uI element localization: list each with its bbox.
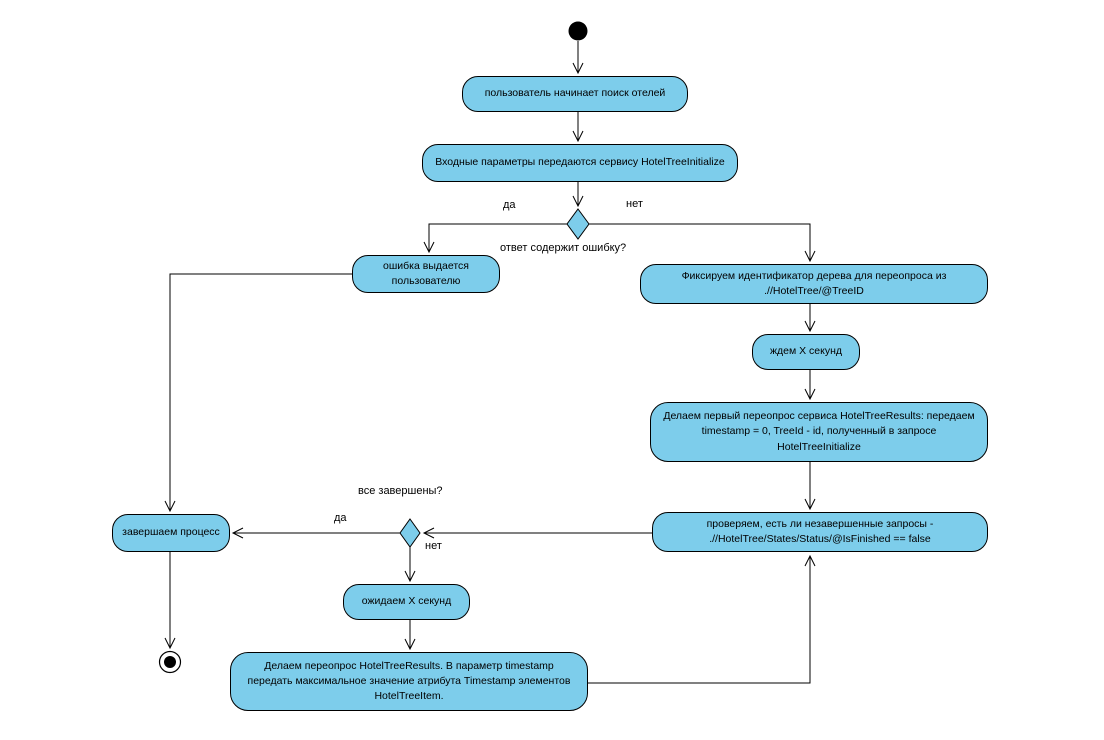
- initial-node: [568, 21, 588, 41]
- final-node-dot: [164, 656, 176, 668]
- label-no-top: нет: [626, 198, 643, 210]
- node-pass-params-label: Входные параметры передаются сервису Hot…: [435, 156, 725, 169]
- edge-repoll-to-check: [588, 554, 816, 684]
- decision-diamond-all-finished: [399, 518, 421, 548]
- node-wait-x-seconds-2-label: ожидаем X секунд: [361, 595, 452, 608]
- node-repoll: Делаем переопрос HotelTreeResults. В пар…: [230, 652, 588, 711]
- node-check-unfinished: проверяем, есть ли незавершенные запросы…: [652, 512, 988, 552]
- edge-decision1-yes-to-error: [423, 223, 567, 254]
- node-finish-process: завершаем процесс: [112, 514, 230, 552]
- node-wait-x-seconds: ждем X секунд: [752, 334, 860, 370]
- node-wait-x-seconds-label: ждем X секунд: [769, 345, 843, 358]
- node-pass-params: Входные параметры передаются сервису Hot…: [422, 144, 738, 182]
- node-wait-x-seconds-2: ожидаем X секунд: [343, 584, 470, 620]
- node-fix-tree-id: Фиксируем идентификатор дерева для перео…: [640, 264, 988, 304]
- label-yes-bottom: да: [334, 512, 347, 524]
- node-check-unfinished-label: проверяем, есть ли незавершенные запросы…: [706, 517, 934, 545]
- node-repoll-label: Делаем переопрос HotelTreeResults. В пар…: [247, 659, 571, 703]
- label-question-response-error: ответ содержит ошибку?: [500, 242, 627, 254]
- node-error-shown: ошибка выдается пользователю: [352, 255, 500, 293]
- node-error-shown-label: ошибка выдается пользователю: [383, 259, 469, 287]
- label-no-bottom: нет: [425, 540, 442, 552]
- node-first-repoll: Делаем первый переопрос сервиса HotelTre…: [650, 402, 988, 462]
- node-fix-tree-id-label: Фиксируем идентификатор дерева для перео…: [681, 269, 947, 297]
- node-user-starts-search-label: пользователь начинает поиск отелей: [484, 87, 666, 100]
- node-finish-process-label: завершаем процесс: [122, 526, 220, 539]
- label-yes-top: да: [503, 199, 516, 211]
- decision-diamond-response-error: [566, 208, 590, 240]
- edge-error-to-finish: [164, 273, 352, 513]
- node-first-repoll-label: Делаем первый переопрос сервиса HotelTre…: [663, 410, 975, 453]
- label-question-all-finished: все завершены?: [358, 485, 443, 497]
- node-user-starts-search: пользователь начинает поиск отелей: [462, 76, 688, 112]
- edge-decision1-no-to-fixid: [589, 223, 816, 263]
